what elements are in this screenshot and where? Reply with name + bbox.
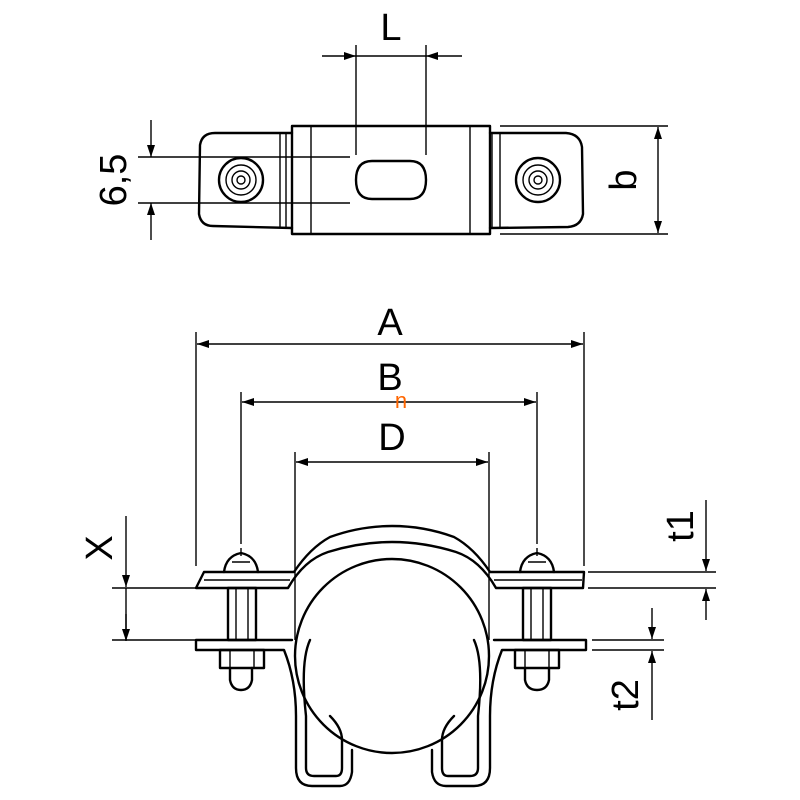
pipe-circle [293, 557, 491, 755]
label-t1: t1 [660, 510, 702, 542]
label-A: A [377, 302, 403, 344]
dimension-B: B n [240, 357, 538, 544]
top-view: L 6,5 b [93, 7, 668, 240]
dimension-L: L [322, 7, 462, 155]
top-central-band [290, 124, 492, 236]
dimension-t1: t1 [588, 500, 716, 620]
top-left-screw [217, 156, 265, 204]
top-left-ear [197, 131, 294, 230]
label-D: D [378, 417, 405, 459]
left-bolt [218, 548, 266, 692]
dimension-D: D [294, 417, 490, 640]
right-bolt [513, 548, 561, 692]
label-B: B [377, 357, 402, 399]
dimension-t2: t2 [592, 608, 664, 720]
top-right-screw [514, 156, 562, 204]
watermark-mark: n [395, 388, 407, 413]
label-6-5: 6,5 [93, 154, 135, 207]
top-right-ear [488, 131, 585, 230]
label-b: b [603, 169, 645, 190]
top-slot [354, 159, 428, 201]
dimension-b: b [500, 125, 668, 235]
upper-clamp-half [194, 524, 586, 590]
front-view: A B n D X [79, 302, 716, 788]
dimension-X: X [79, 516, 196, 641]
label-t2: t2 [605, 679, 647, 711]
label-L: L [380, 7, 401, 49]
dimension-A: A [195, 302, 585, 566]
dimension-6-5: 6,5 [93, 120, 350, 240]
label-X: X [79, 535, 121, 560]
